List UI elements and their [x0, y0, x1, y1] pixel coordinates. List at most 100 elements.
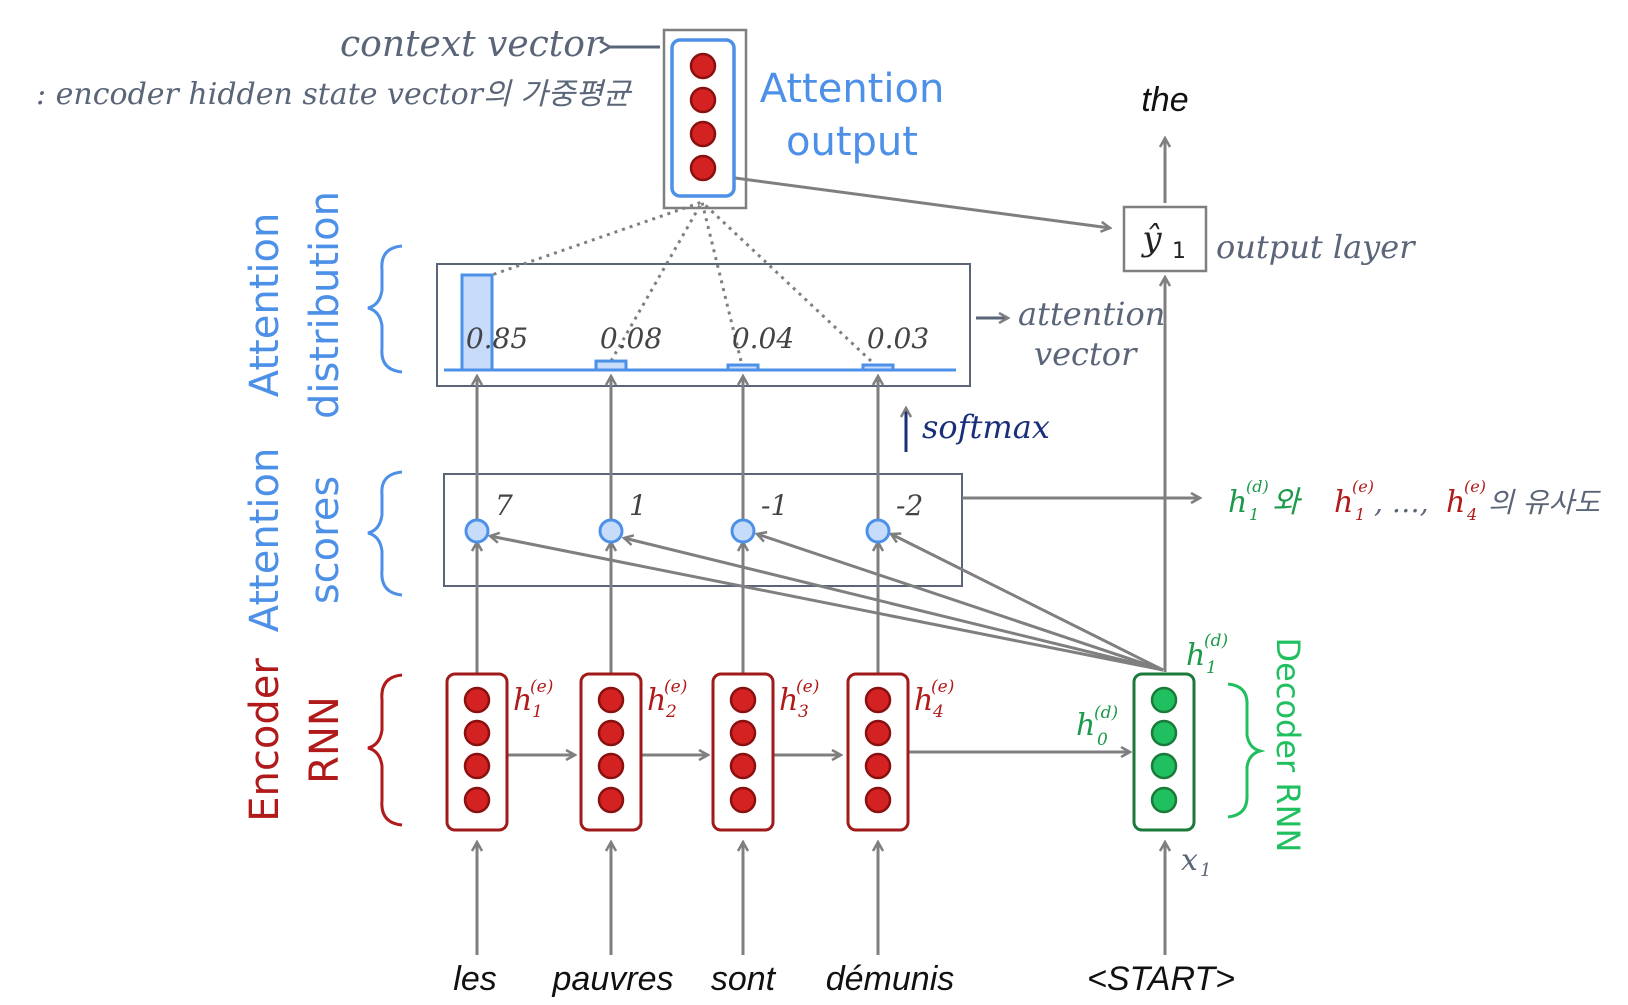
encoder-input-arrows	[477, 842, 1165, 955]
bar-label-sont: 0.04	[732, 322, 794, 355]
decoder-h1-label: h (d) 1	[1186, 631, 1228, 678]
svg-text:(e): (e)	[530, 677, 553, 697]
svg-text:0: 0	[1097, 730, 1108, 750]
svg-text:(e): (e)	[1352, 477, 1374, 496]
svg-text:(e): (e)	[1464, 477, 1486, 496]
svg-text:3: 3	[798, 702, 809, 722]
brace-decoder	[1227, 682, 1266, 819]
score-label-pauvres: 1	[629, 489, 647, 522]
attention-scores-box	[443, 473, 963, 587]
attention-output-to-output-layer-arrow	[734, 176, 1110, 228]
annotation-attention-vector-line1: attention	[1018, 295, 1165, 333]
encoder-hidden-label-1: h(e)1	[513, 677, 553, 722]
brace-scores	[367, 470, 403, 597]
annotation-context-vector: context vector	[340, 24, 604, 65]
encoder-cell-4	[846, 672, 910, 832]
score-circles	[464, 518, 891, 544]
encoder-cells	[445, 672, 910, 832]
label-encoder-rnn: Encoder RNN	[242, 658, 403, 827]
svg-text:1: 1	[532, 702, 543, 722]
svg-text:와: 와	[1272, 485, 1303, 520]
encoder-to-score-lines	[477, 542, 878, 674]
score-to-distribution-arrows	[477, 376, 878, 522]
bar-pauvres	[594, 359, 628, 372]
label-attention-distribution-line1: Attention	[242, 213, 288, 398]
label-encoder-rnn-line1: Encoder	[242, 658, 288, 822]
label-attention-scores-line2: scores	[302, 476, 348, 604]
decoder-input-word: <START>	[1087, 960, 1235, 998]
svg-text:(e): (e)	[931, 677, 954, 697]
score-node-démunis	[865, 518, 891, 544]
label-attention-scores-line1: Attention	[242, 448, 288, 633]
encoder-hidden-label-4: h(e)4	[914, 677, 954, 722]
svg-text:h: h	[1228, 485, 1247, 520]
label-attention-scores: Attention scores	[242, 448, 403, 633]
svg-text:h: h	[1076, 708, 1095, 743]
bar-label-les: 0.85	[466, 322, 528, 355]
weighted-sum-dotted-lines	[485, 200, 873, 363]
encoder-recurrent-arrows	[507, 752, 1130, 755]
input-words: les pauvres sont démunis	[453, 960, 954, 998]
label-encoder-rnn-line2: RNN	[302, 696, 348, 784]
input-word-3: sont	[711, 960, 777, 998]
attention-distribution-box	[436, 263, 971, 387]
bar-les	[460, 273, 494, 372]
annotation-attention-vector-line2: vector	[1034, 335, 1138, 373]
svg-text:h: h	[1334, 485, 1353, 520]
svg-text:(d): (d)	[1204, 631, 1228, 651]
score-label-les: 7	[495, 489, 513, 522]
bar-démunis	[861, 363, 895, 372]
svg-text:h: h	[779, 683, 798, 718]
brace-encoder	[367, 673, 403, 827]
svg-text:1: 1	[1355, 505, 1365, 524]
svg-text:x: x	[1181, 843, 1198, 878]
encoder-cell-2	[579, 672, 643, 832]
score-labels: 7 1 -1 -2	[495, 489, 923, 522]
svg-text:h: h	[1186, 638, 1205, 673]
input-word-1: les	[453, 960, 496, 998]
input-word-4: démunis	[826, 960, 955, 998]
score-node-les	[464, 518, 490, 544]
bar-sont	[726, 363, 760, 372]
bar-label-pauvres: 0.08	[600, 322, 662, 355]
score-label-démunis: -2	[896, 489, 923, 522]
annotation-softmax: softmax	[922, 408, 1050, 446]
label-attention-output-line2: output	[786, 119, 918, 165]
output-word: the	[1141, 81, 1188, 119]
svg-text:4: 4	[1466, 505, 1477, 524]
svg-text:h: h	[647, 683, 666, 718]
encoder-cell-1	[445, 672, 509, 832]
encoder-hidden-label-3: h(e) 3	[779, 677, 819, 722]
svg-text:(e): (e)	[664, 677, 687, 697]
label-attention-distribution: Attention distribution	[242, 191, 403, 419]
score-node-pauvres	[598, 518, 624, 544]
label-attention-distribution-line2: distribution	[302, 191, 348, 419]
svg-text:의 유사도: 의 유사도	[1488, 486, 1601, 519]
decoder-cell	[1132, 672, 1196, 832]
score-node-sont	[730, 518, 756, 544]
annotation-context-desc: : encoder hidden state vector의 가중평균	[36, 77, 633, 112]
attention-bars	[460, 273, 895, 372]
output-layer-box	[1122, 205, 1208, 273]
svg-text:1: 1	[1249, 505, 1259, 524]
input-word-2: pauvres	[552, 960, 674, 998]
decoder-h0-label: h (d) 0	[1076, 703, 1118, 750]
label-attention-output-line1: Attention	[760, 66, 945, 112]
attention-output-cell	[662, 28, 748, 210]
decoder-input-label: x 1	[1181, 843, 1211, 881]
svg-text:1: 1	[1200, 860, 1211, 881]
label-decoder-rnn: Decoder RNN	[1269, 638, 1307, 853]
svg-text:2: 2	[665, 702, 677, 722]
encoder-cell-3	[711, 672, 775, 832]
svg-text:(e): (e)	[796, 677, 819, 697]
svg-text:h: h	[1446, 485, 1465, 520]
score-label-sont: -1	[761, 489, 788, 522]
svg-text:h: h	[914, 683, 933, 718]
output-symbol-sub: 1	[1172, 239, 1186, 264]
brace-distribution	[367, 244, 403, 374]
output-symbol: ŷ	[1140, 219, 1162, 259]
